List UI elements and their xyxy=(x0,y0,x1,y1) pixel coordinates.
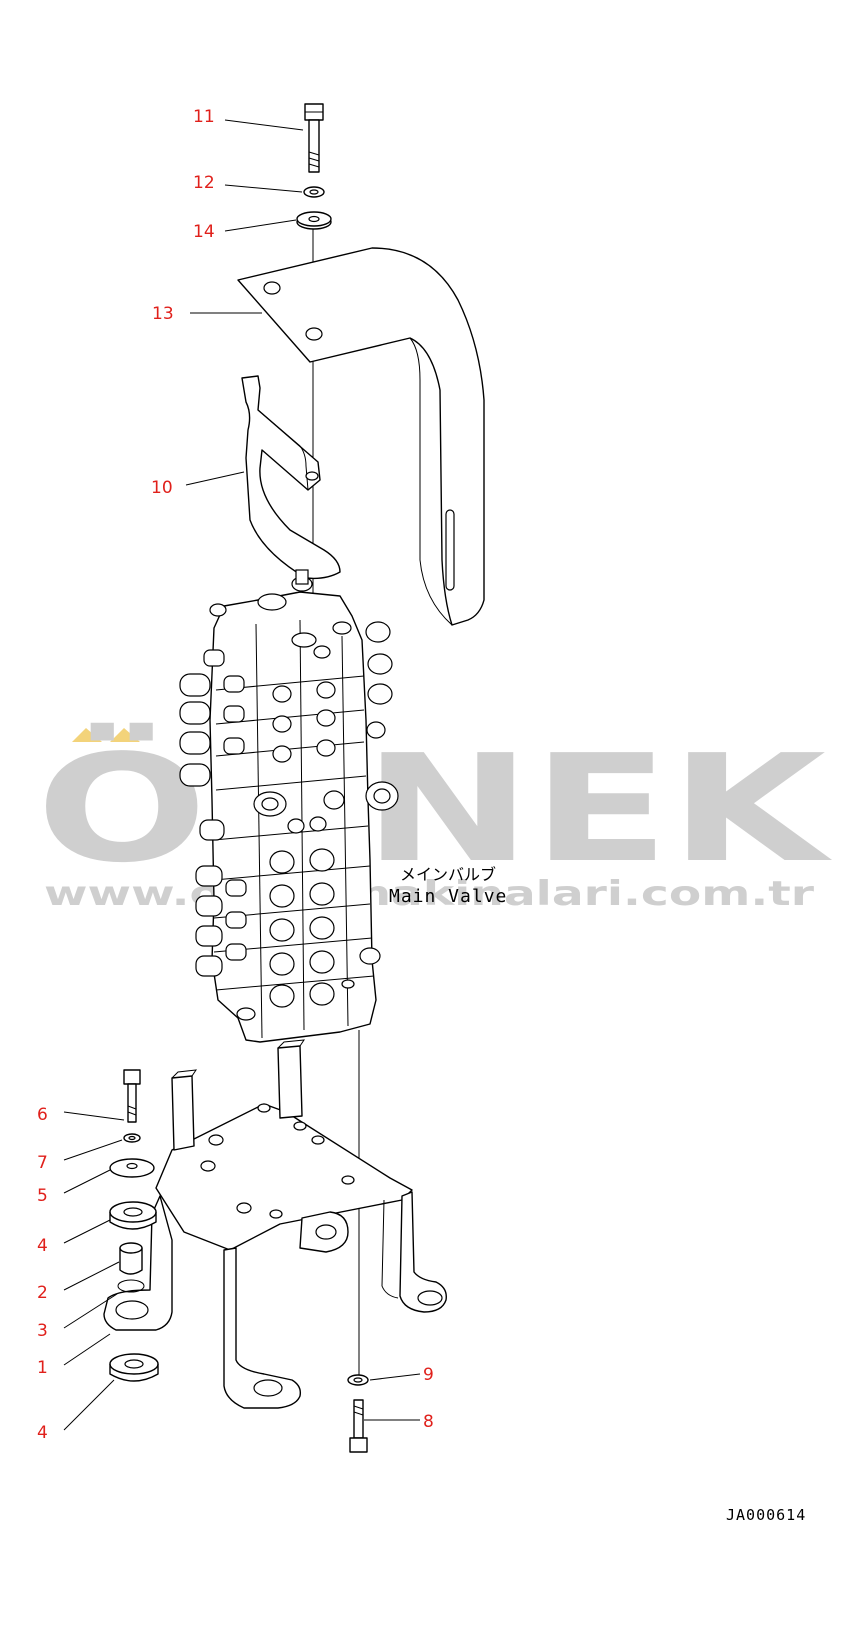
callout-13: 13 xyxy=(152,304,174,324)
callout-2: 2 xyxy=(37,1283,48,1303)
washer-7 xyxy=(123,1133,141,1143)
watermark-brand: ÖRNEK xyxy=(36,722,833,895)
cushion-4-lower xyxy=(109,1353,159,1382)
callout-8: 8 xyxy=(423,1412,434,1432)
assembly-label-japanese: メインバルブ xyxy=(400,865,496,884)
callouts: 11 12 14 13 10 6 7 5 4 2 3 1 4 9 8 xyxy=(37,107,434,1443)
left-fittings xyxy=(179,649,247,977)
callout-7: 7 xyxy=(37,1153,48,1173)
bracket-10 xyxy=(241,375,341,580)
watermark-accent-left xyxy=(72,728,102,742)
callout-4-lower: 4 xyxy=(37,1423,48,1443)
main-valve xyxy=(179,569,399,1043)
callout-9: 9 xyxy=(423,1365,434,1385)
callout-4-upper: 4 xyxy=(37,1236,48,1256)
washer-14 xyxy=(296,211,332,230)
cushion-4-upper xyxy=(109,1201,157,1230)
bolt-8 xyxy=(349,1399,368,1453)
callout-1: 1 xyxy=(37,1358,48,1378)
callout-12: 12 xyxy=(193,173,215,193)
watermark: ÖRNEK www.ornekmakinalari.com.tr xyxy=(36,722,833,914)
callout-10: 10 xyxy=(151,478,173,498)
cover-13 xyxy=(237,247,485,626)
ring-3 xyxy=(117,1279,145,1293)
callout-3: 3 xyxy=(37,1321,48,1341)
frame-1 xyxy=(103,1039,447,1409)
assembly-label-english: Main Valve xyxy=(389,886,507,907)
callout-14: 14 xyxy=(193,222,215,242)
washer-5 xyxy=(109,1158,155,1178)
bolt-11 xyxy=(304,103,324,173)
callout-6: 6 xyxy=(37,1105,48,1125)
drawing-code: JA000614 xyxy=(726,1506,806,1524)
callout-11: 11 xyxy=(193,107,215,127)
watermark-accent-right xyxy=(110,728,140,742)
leader-lines xyxy=(63,119,421,1431)
washer-12 xyxy=(303,186,325,198)
callout-5: 5 xyxy=(37,1186,48,1206)
watermark-url: www.ornekmakinalari.com.tr xyxy=(44,874,814,914)
collar-2 xyxy=(119,1242,143,1275)
washer-9 xyxy=(347,1374,369,1386)
bolt-6 xyxy=(123,1069,141,1123)
